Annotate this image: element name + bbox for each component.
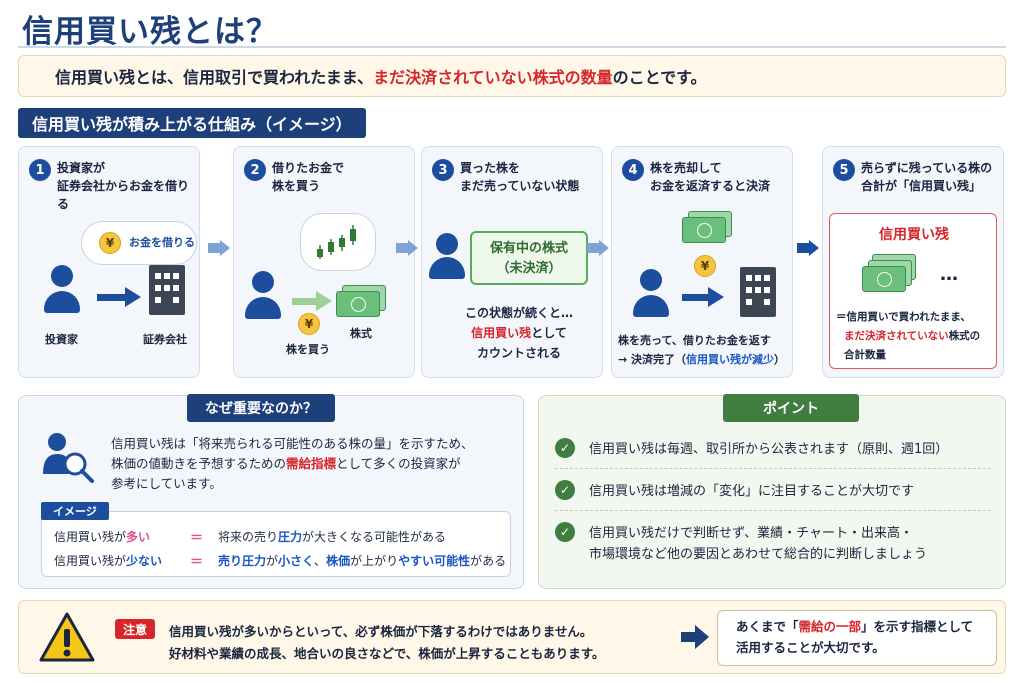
step-5-description: ＝信用買いで買われたまま、 まだ決済されていない株式の 合計数量 <box>836 311 981 361</box>
step-number: 5 <box>833 159 855 181</box>
point-divider <box>555 510 991 511</box>
step-4-card: 4 株を売却して お金を返済すると決済 ¥ 株を売って、借りたお金を返す → 決… <box>611 146 793 378</box>
definition-text-before: 信用買い残とは、信用取引で買われたまま、 <box>55 68 374 87</box>
step-number: 1 <box>29 159 51 181</box>
image-example-box: 信用買い残が多い ＝ 将来の売り圧力が大きくなる可能性がある 信用買い残が少ない… <box>41 511 511 577</box>
investor-body <box>44 291 80 313</box>
ellipsis: … <box>940 264 958 285</box>
investor-body <box>245 297 281 319</box>
step-arrow-icon <box>396 240 418 256</box>
caution-tag: 注意 <box>115 619 156 639</box>
warning-icon <box>39 612 95 662</box>
why-important-panel: なぜ重要なのか？ 信用買い残は「将来売られる可能性のある株の量」を示すため、 株… <box>18 394 524 589</box>
example-desc-many: 将来の売り圧力が大きくなる可能性がある <box>218 530 447 544</box>
equals-sign: ＝ <box>190 555 204 570</box>
buy-stock-label: 株を買う <box>286 343 330 356</box>
bubble-label: お金を借りる <box>129 236 195 249</box>
arrow-right-icon <box>681 625 709 649</box>
step-title: 買った株を まだ売っていない状態 <box>460 161 580 193</box>
points-panel: ポイント ✓ 信用買い残は毎週、取引所から公表されます（原則、週1回） ✓ 信用… <box>538 394 1006 589</box>
step-number: 2 <box>244 159 266 181</box>
step-title: 売らずに残っている株の 合計が「信用買い残」 <box>861 161 993 193</box>
yen-coin-icon: ¥ <box>99 232 121 254</box>
definition-box: 信用買い残とは、信用取引で買われたまま、まだ決済されていない株式の数量のことです… <box>18 55 1006 97</box>
step-number: 4 <box>622 159 644 181</box>
points-tag: ポイント <box>723 394 859 422</box>
investor-icon <box>51 265 73 287</box>
stock-label: 株式 <box>350 327 372 340</box>
investor-label: 投資家 <box>45 333 78 346</box>
stock-certificate-icon <box>682 217 726 243</box>
building-icon <box>149 265 185 315</box>
step-3-card: 3 買った株を まだ売っていない状態 保有中の株式 （未決済） この状態が続くと… <box>421 146 603 378</box>
check-icon: ✓ <box>555 522 575 542</box>
why-important-tag: なぜ重要なのか？ <box>187 394 335 422</box>
arrow-right-icon <box>97 287 141 307</box>
yen-coin-icon: ¥ <box>298 313 320 335</box>
step-title: 借りたお金で 株を買う <box>272 161 345 193</box>
step-arrow-icon <box>587 240 609 256</box>
example-row-many: 信用買い残が多い <box>54 530 151 544</box>
check-icon: ✓ <box>555 480 575 500</box>
step-4-description: 株を売って、借りたお金を返す → 決済完了（信用買い残が減少） <box>618 334 786 366</box>
image-example-tag: イメージ <box>41 502 109 520</box>
margin-balance-box: 信用買い残 … ＝信用買いで買われたまま、 まだ決済されていない株式の 合計数量 <box>829 213 997 369</box>
step-1-card: 1 投資家が 証券会社からお金を借りる ¥ お金を借りる 投資家 証券会社 <box>18 146 200 378</box>
investor-icon <box>640 269 662 291</box>
investor-icon <box>436 233 458 255</box>
investor-body <box>633 295 669 317</box>
margin-balance-title: 信用買い残 <box>879 227 949 243</box>
step-title: 株を売却して お金を返済すると決済 <box>650 161 771 193</box>
building-icon <box>740 267 776 317</box>
example-desc-few: 売り圧力が小さく、株価が上がりやすい可能性がある <box>218 554 507 568</box>
holding-stock-box: 保有中の株式 （未決済） <box>470 231 588 285</box>
step-number: 3 <box>432 159 454 181</box>
candlestick-chart-icon <box>317 225 356 259</box>
title-divider <box>18 46 1006 48</box>
definition-text-after: のことです。 <box>612 68 707 87</box>
step-arrow-icon <box>797 240 819 256</box>
yen-coin-icon: ¥ <box>694 255 716 277</box>
step-arrow-icon <box>208 240 230 256</box>
mechanism-section-label: 信用買い残が積み上がる仕組み（イメージ） <box>18 108 366 138</box>
equals-sign: ＝ <box>190 531 204 546</box>
step-title: 投資家が 証券会社からお金を借りる <box>57 161 190 211</box>
arrow-right-icon <box>682 287 724 307</box>
stock-certificate-icon <box>336 291 380 317</box>
check-icon: ✓ <box>555 438 575 458</box>
example-row-few: 信用買い残が少ない <box>54 554 163 568</box>
stock-certificate-icon <box>862 266 906 292</box>
step-2-card: 2 借りたお金で 株を買う ¥ 株式 株を買う <box>233 146 415 378</box>
page-title: 信用買い残とは？ <box>22 14 278 50</box>
step-5-card: 5 売らずに残っている株の 合計が「信用買い残」 信用買い残 … ＝信用買いで買… <box>822 146 1004 378</box>
person-search-icon <box>43 433 94 483</box>
caution-line-2: 好材料や業績の成長、地合いの良さなどで、株価が上昇することもあります。 <box>169 646 605 661</box>
caution-summary-box: あくまで「需給の一部」を示す指標として 活用することが大切です。 <box>717 610 997 666</box>
definition-highlight: まだ決済されていない株式の数量 <box>373 68 613 87</box>
step-3-description: この状態が続くと… 信用買い残として カウントされる <box>464 306 573 360</box>
why-explanation: 信用買い残は「将来売られる可能性のある株の量」を示すため、 株価の値動きを予想す… <box>111 436 474 491</box>
broker-label: 証券会社 <box>143 333 187 346</box>
arrow-right-icon <box>292 291 332 311</box>
point-divider <box>555 468 991 469</box>
caution-line-1: 信用買い残が多いからといって、必ず株価が下落するわけではありません。 <box>169 624 593 639</box>
investor-body <box>429 257 465 279</box>
investor-icon <box>252 271 274 293</box>
caution-box: 注意 信用買い残が多いからといって、必ず株価が下落するわけではありません。 好材… <box>18 600 1006 674</box>
speech-bubble <box>300 213 376 271</box>
